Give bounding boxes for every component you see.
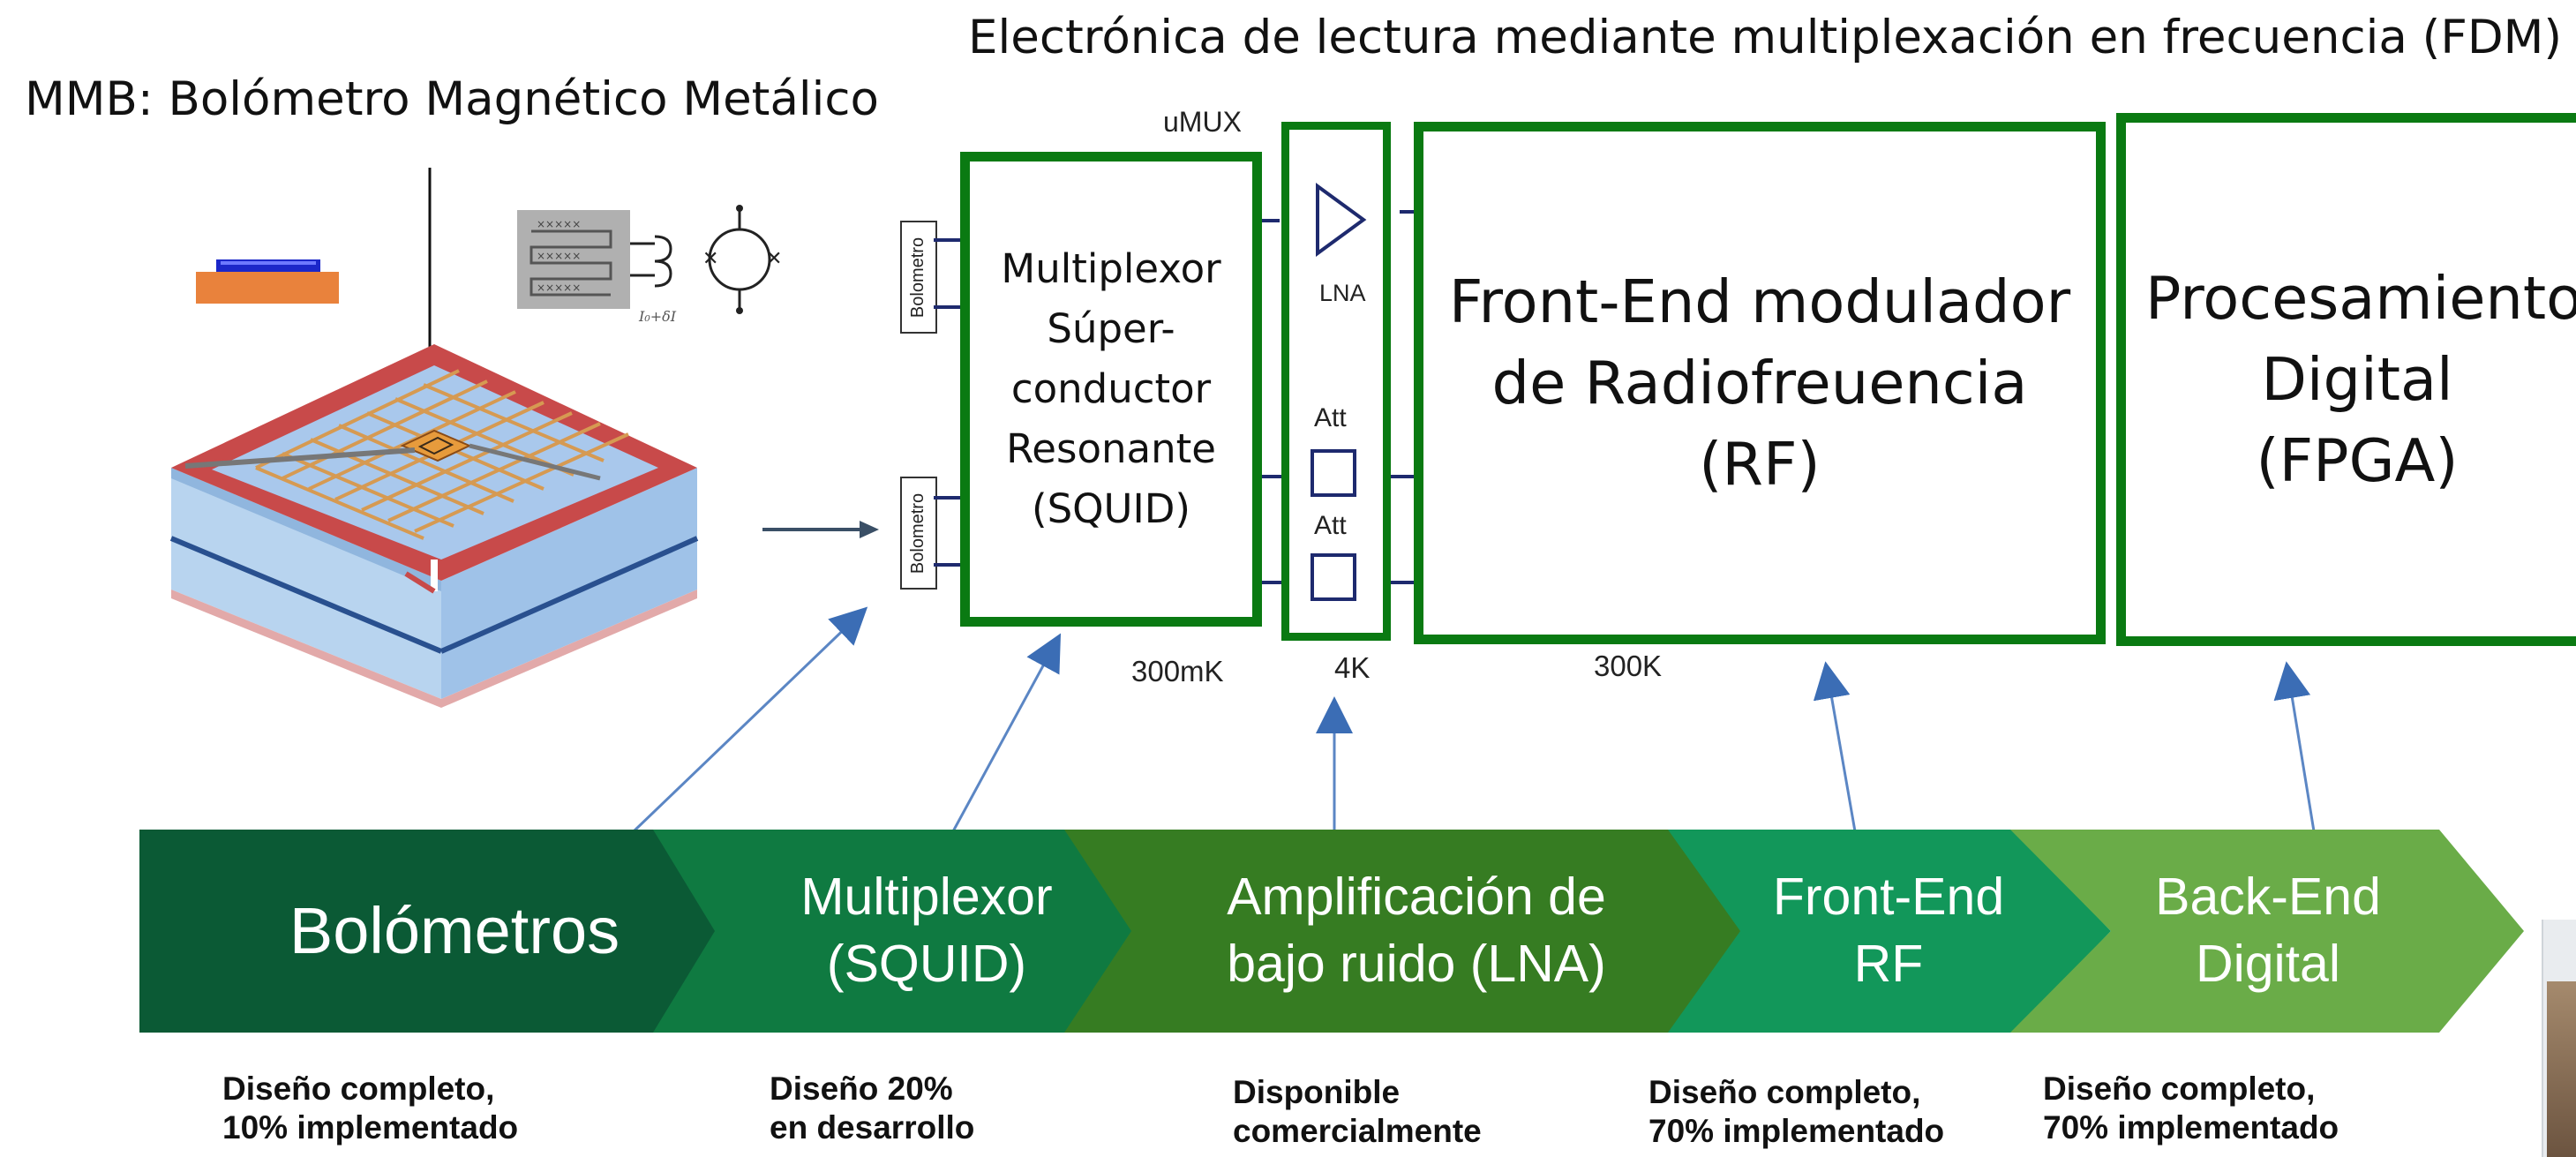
squid-multiplexer-block: Multiplexor Súper- conductor Resonante (… [960,152,1262,627]
rf-frontend-block: Front-End modulador de Radiofreuencia (R… [1414,122,2106,644]
fdm-title: Electrónica de lectura mediante multiple… [968,11,2563,64]
attenuator-icon-1 [1311,449,1356,497]
mux-line-3: conductor [1010,365,1212,412]
att-label-2: Att [1314,511,1347,540]
digital-line-3: (FPGA) [2256,426,2459,495]
chevron-lna [1064,830,1744,1033]
lna-attenuator-block: LNA Att Att [1281,122,1391,641]
temp-300k: 300K [1594,650,1663,682]
pipeline-label-bolometros: Bolómetros [289,893,620,967]
mux-line-2: Súper- [1047,305,1175,352]
squid-circuit-icon: ××××× ××××× ××××× ✕ ✕ I₀+δI [517,205,782,325]
bolometer-tag-top: Bolometro [900,221,937,334]
mux-line-1: Multiplexor [1001,245,1221,292]
status-frontend: Diseño completo,70% implementado [1648,1074,1945,1149]
lna-label: LNA [1319,280,1366,306]
att-label-1: Att [1314,403,1347,432]
status-backend: Diseño completo,70% implementado [2043,1071,2339,1146]
digital-processing-block: Procesamiento Digital (FPGA) [2116,113,2576,646]
umux-label: uMUX [1163,106,1242,138]
attenuator-icon-2 [1311,553,1356,601]
svg-text:×××××: ××××× [537,218,581,230]
svg-text:✕: ✕ [766,248,782,270]
digital-line-1: Procesamiento [2145,264,2576,333]
frontend-line-1: Front-End modulador [1448,267,2071,336]
lna-amplifier-icon [1316,183,1367,257]
svg-text:✕: ✕ [702,248,718,270]
bolometer-illustration [169,168,699,708]
status-multiplexor: Diseño 20%en desarrollo [770,1071,975,1146]
temp-4k: 4K [1334,651,1371,684]
frontend-line-3: (RF) [1699,430,1821,499]
svg-text:×××××: ××××× [537,282,581,294]
circuit-current-label: I₀+δI [638,308,677,325]
status-bolometros: Diseño completo,10% implementado [222,1071,519,1146]
pipeline-label-multiplexor: Multiplexor(SQUID) [800,868,1053,993]
mux-line-5: (SQUID) [1032,485,1190,532]
bolometer-tag-bottom: Bolometro [900,477,937,590]
chip-icon [196,259,339,304]
bolometer-to-mux-arrow [762,521,879,538]
photo-fragment [2542,920,2576,1157]
mmb-title: MMB: Bolómetro Magnético Metálico [25,72,879,126]
chevron-frontend [1668,830,2111,1033]
mux-line-4: Resonante [1006,425,1216,472]
chevron-backend [2010,830,2524,1033]
frontend-line-2: de Radiofreuencia [1491,349,2028,417]
digital-line-2: Digital [2261,345,2453,414]
temp-300mk: 300mK [1131,655,1224,687]
chevron-multiplexor [653,830,1149,1033]
pipeline-chevrons [139,830,2524,1033]
chevron-bolometros [139,830,752,1033]
svg-text:×××××: ××××× [537,250,581,262]
